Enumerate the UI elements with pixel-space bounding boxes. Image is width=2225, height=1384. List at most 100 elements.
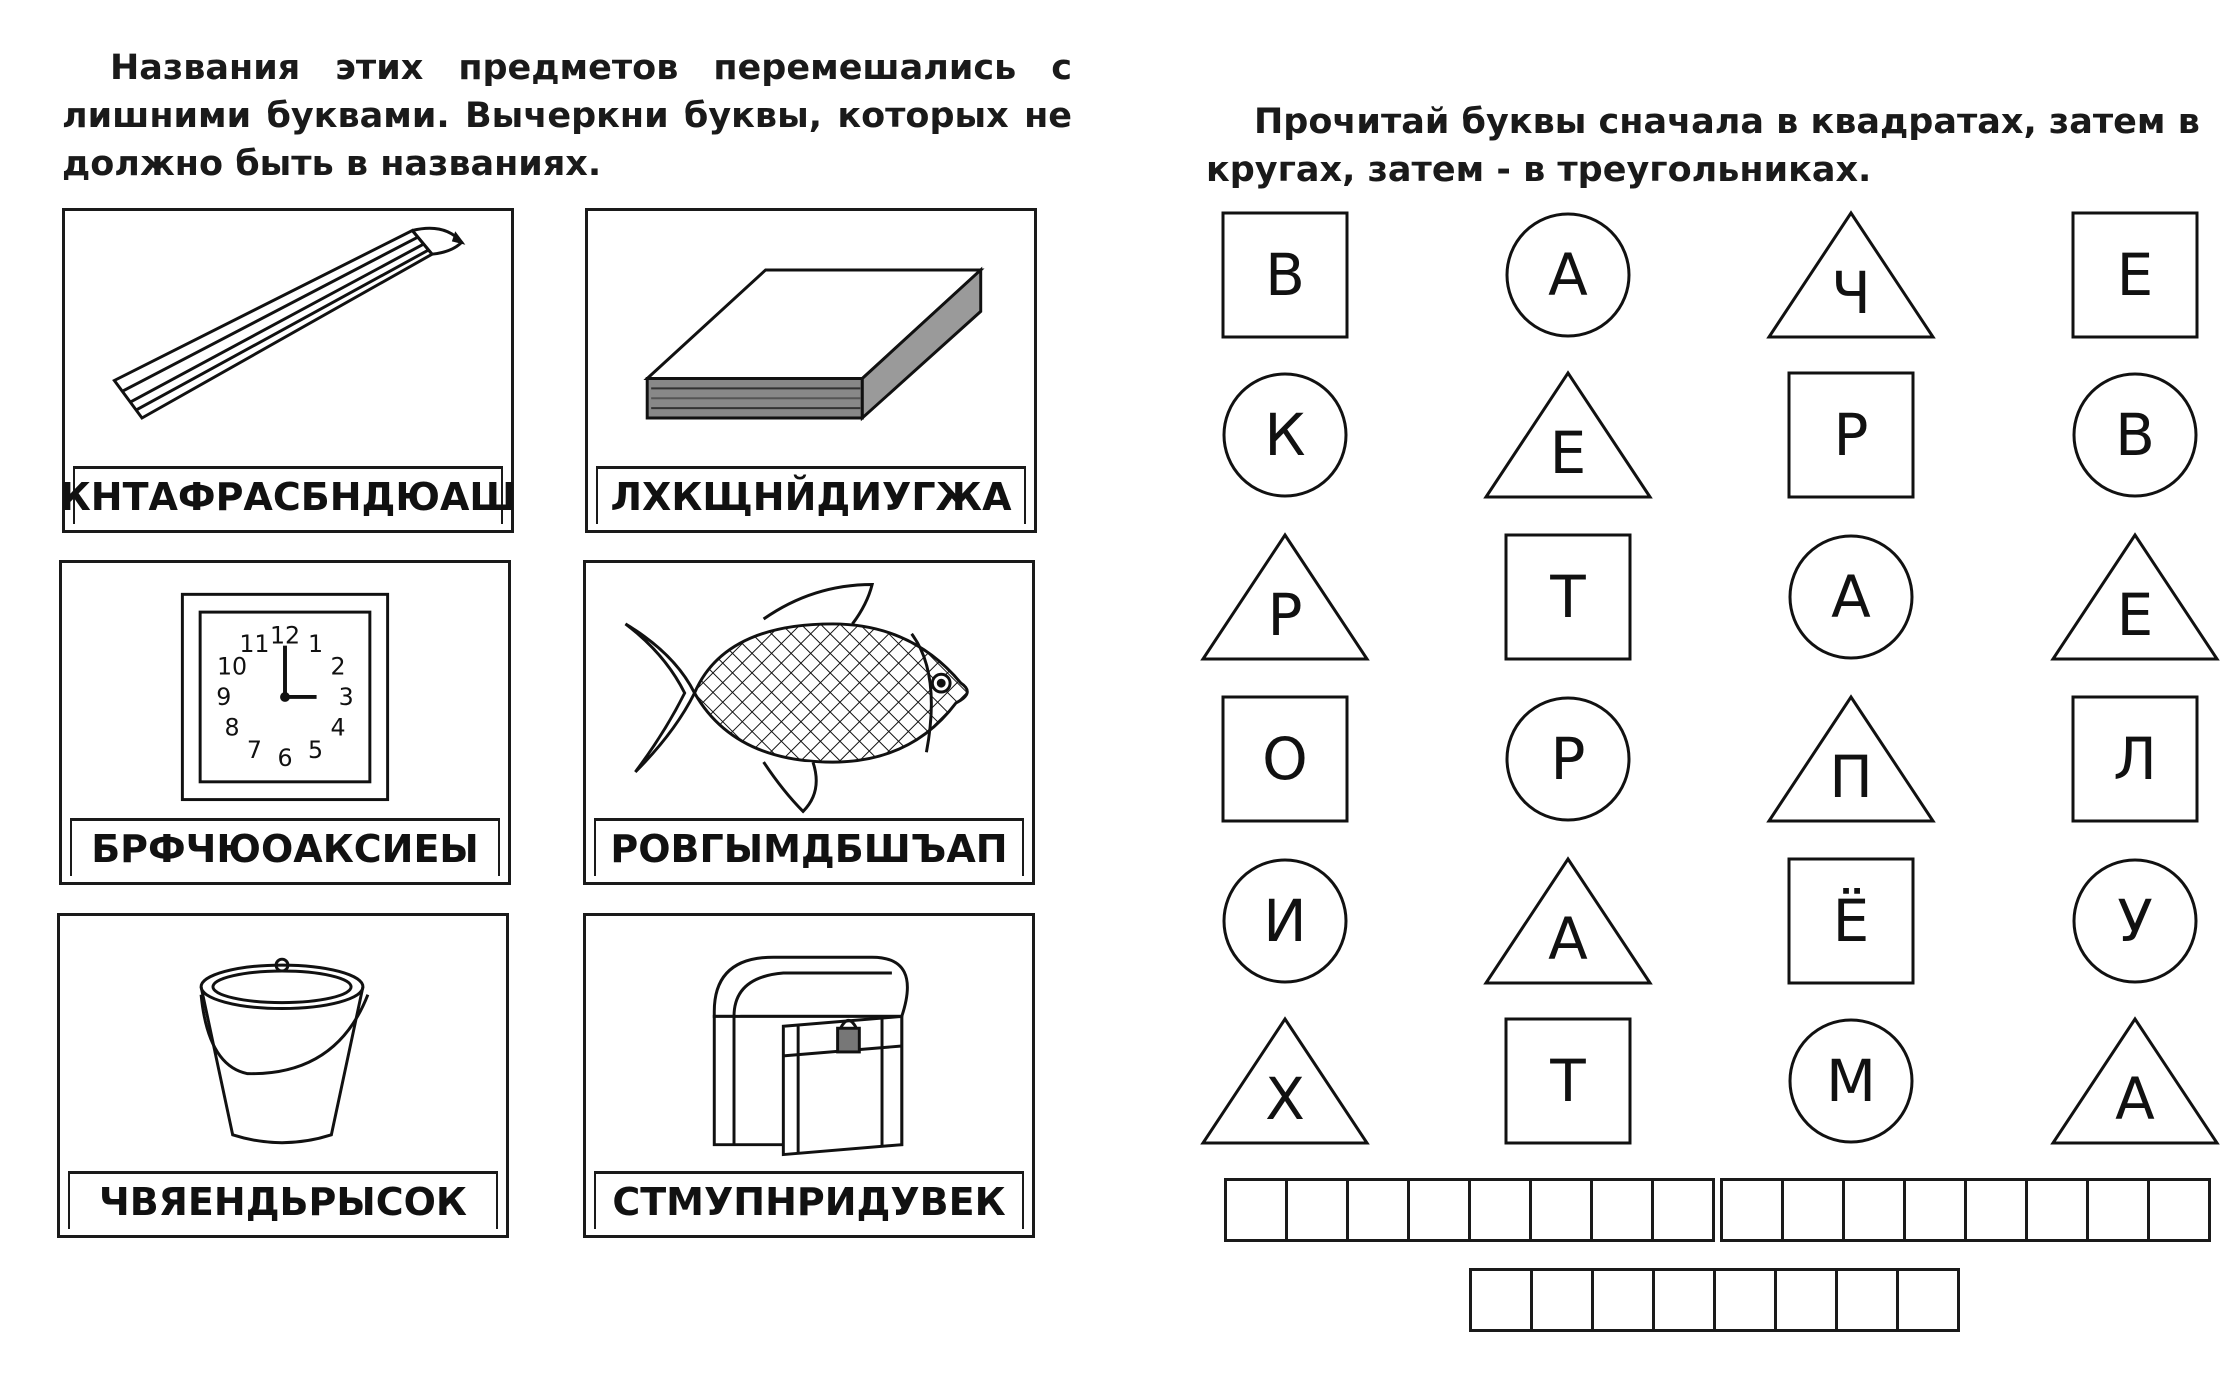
answer-cell[interactable] (1530, 1268, 1594, 1332)
answer-row-3[interactable] (1469, 1268, 1960, 1332)
answer-cell[interactable] (1964, 1178, 2028, 1242)
triangle-icon (1483, 370, 1653, 499)
shape-letter: А (1548, 905, 1588, 973)
clock-number: 5 (308, 736, 323, 764)
answer-cell[interactable] (1781, 1178, 1845, 1242)
triangle-letter-box: А (1483, 856, 1653, 986)
shape-letter: В (1265, 241, 1305, 309)
circle-icon (1222, 858, 1348, 984)
shape-letter: Р (1267, 581, 1303, 649)
circle-letter-box: К (1220, 370, 1350, 500)
clock-number: 6 (277, 744, 292, 772)
card-book: ЛХКЩНЙДИУГЖА (585, 208, 1037, 533)
shape-letter: В (2115, 401, 2155, 469)
answer-cell[interactable] (1713, 1268, 1777, 1332)
circle-letter-box: У (2070, 856, 2200, 986)
square-icon (1787, 857, 1915, 985)
bucket-icon (60, 916, 506, 1178)
answer-cell[interactable] (1590, 1178, 1654, 1242)
triangle-letter-box: П (1766, 694, 1936, 824)
circle-icon (2072, 858, 2198, 984)
shape-letter: Т (1550, 1047, 1586, 1115)
shape-letter: И (1263, 887, 1307, 955)
triangle-icon (2050, 1016, 2220, 1145)
square-icon (1504, 533, 1632, 661)
circle-letter-box: А (1786, 532, 1916, 662)
card-letters: КНТАФРАСБНДЮАШ (60, 466, 516, 524)
answer-row-1[interactable] (1224, 1178, 1715, 1242)
answer-cell[interactable] (1529, 1178, 1593, 1242)
answer-cell[interactable] (1842, 1178, 1906, 1242)
shape-letter: О (1262, 725, 1308, 793)
answer-cell[interactable] (1468, 1178, 1532, 1242)
triangle-icon (2050, 532, 2220, 661)
clock-number: 4 (330, 713, 345, 741)
shape-letter: Х (1265, 1065, 1305, 1133)
circle-letter-box: Р (1503, 694, 1633, 824)
circle-icon (1222, 372, 1348, 498)
answer-cell[interactable] (1591, 1268, 1655, 1332)
clock-number: 1 (308, 630, 323, 658)
answer-cell[interactable] (1652, 1268, 1716, 1332)
shape-letter: Л (2113, 725, 2157, 793)
triangle-letter-box: Р (1200, 532, 1370, 662)
answer-cell[interactable] (1224, 1178, 1288, 1242)
card-chest: СТМУПНРИДУВЕК (583, 913, 1035, 1238)
answer-cell[interactable] (1407, 1178, 1471, 1242)
card-fish: РОВГЫМДБШЪАП (583, 560, 1035, 885)
card-letters: ЛХКЩНЙДИУГЖА (596, 466, 1026, 524)
fish-icon (586, 563, 1032, 825)
square-icon (2071, 211, 2199, 339)
clock-number: 8 (224, 713, 239, 741)
answer-cell[interactable] (2147, 1178, 2211, 1242)
triangle-icon (1766, 694, 1936, 823)
answer-cell[interactable] (1469, 1268, 1533, 1332)
answer-cell[interactable] (1835, 1268, 1899, 1332)
circle-icon (1788, 534, 1914, 660)
shape-letter: Т (1550, 563, 1586, 631)
right-page: Прочитай буквы сначала в квадратах, зате… (1110, 0, 2225, 1384)
shape-letter: Ё (1832, 887, 1870, 955)
answer-cell[interactable] (1285, 1178, 1349, 1242)
answer-cell[interactable] (1346, 1178, 1410, 1242)
square-icon (1504, 1017, 1632, 1145)
answer-cell[interactable] (2086, 1178, 2150, 1242)
clock-number: 2 (330, 652, 345, 680)
answer-cell[interactable] (2025, 1178, 2089, 1242)
left-page: Названия этих предметов перемешались с л… (0, 0, 1110, 1384)
triangle-letter-box: Х (1200, 1016, 1370, 1146)
square-letter-box: Е (2070, 210, 2200, 340)
shape-letter: Е (1549, 419, 1587, 487)
clock-number: 9 (216, 683, 231, 711)
card-letters: БРФЧЮОАКСИЕЫ (70, 818, 500, 876)
circle-icon (1788, 1018, 1914, 1144)
triangle-icon (1200, 532, 1370, 661)
answer-cell[interactable] (1720, 1178, 1784, 1242)
shape-letter: Ч (1831, 259, 1871, 327)
square-letter-box: Ё (1786, 856, 1916, 986)
clock-number: 10 (217, 652, 247, 680)
answer-cell[interactable] (1903, 1178, 1967, 1242)
circle-letter-box: А (1503, 210, 1633, 340)
circle-letter-box: М (1786, 1016, 1916, 1146)
shape-letter: А (1831, 563, 1871, 631)
square-letter-box: В (1220, 210, 1350, 340)
answer-cell[interactable] (1896, 1268, 1960, 1332)
circle-icon (1505, 212, 1631, 338)
shape-letter: К (1264, 401, 1306, 469)
triangle-icon (1200, 1016, 1370, 1145)
answer-cell[interactable] (1774, 1268, 1838, 1332)
card-letters: РОВГЫМДБШЪАП (594, 818, 1024, 876)
answer-row-2[interactable] (1720, 1178, 2211, 1242)
pencil-icon (65, 211, 511, 473)
shape-letter: А (1548, 241, 1588, 309)
circle-letter-box: В (2070, 370, 2200, 500)
square-letter-box: О (1220, 694, 1350, 824)
shape-letter: Е (2116, 241, 2154, 309)
clock-number: 12 (270, 622, 300, 650)
answer-cell[interactable] (1651, 1178, 1715, 1242)
card-letters: ЧВЯЕНДЬРЫСОК (68, 1171, 498, 1229)
circle-icon (2072, 372, 2198, 498)
